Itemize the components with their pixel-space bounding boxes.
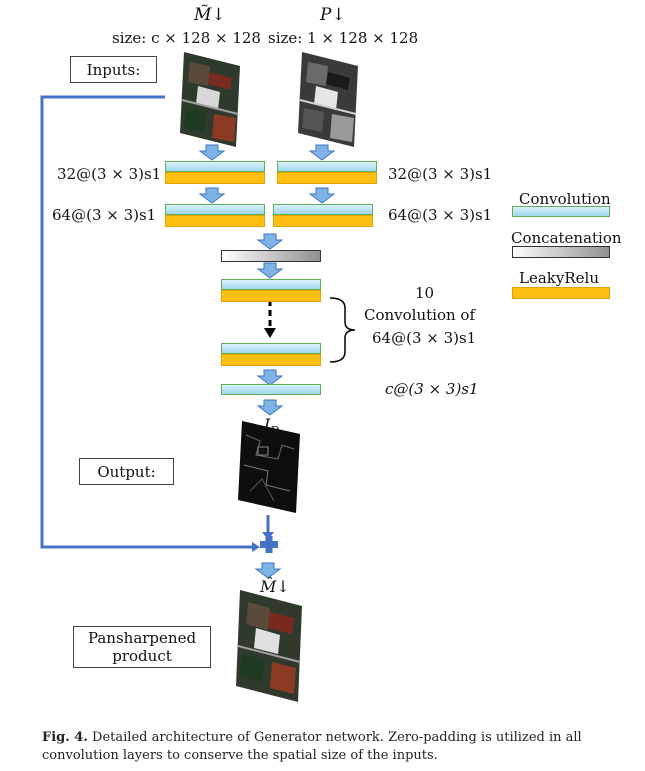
mid-conv-first <box>221 279 321 290</box>
repeat-text-2: 64@(3 × 3)s1 <box>372 329 477 347</box>
legend-convolution-swatch <box>512 206 610 217</box>
inputs-box: Inputs: <box>70 56 157 83</box>
repeat-brace <box>329 297 356 363</box>
legend-convolution-label: Convolution <box>519 190 611 208</box>
product-box: Pansharpened product <box>73 626 211 668</box>
mid-conv-last <box>221 343 321 354</box>
caption-fig-number: Fig. 4. <box>42 730 88 745</box>
legend-concatenation-swatch <box>512 246 610 258</box>
repeat-text-1: Convolution of <box>364 306 475 324</box>
m-input-label: M̃↓ <box>194 5 226 25</box>
skip-connection-line <box>40 95 252 549</box>
left-conv2-block <box>165 204 265 215</box>
right-conv2-label: 64@(3 × 3)s1 <box>388 206 493 224</box>
final-conv-block <box>221 384 321 395</box>
legend-leakyrelu-swatch <box>512 287 610 299</box>
pansharpened-image <box>236 590 302 702</box>
output-box: Output: <box>79 458 174 485</box>
ms-input-image <box>180 52 240 147</box>
left-conv1-block <box>165 161 265 172</box>
final-conv-label: c@(3 × 3)s1 <box>385 380 479 398</box>
product-line2: product <box>112 647 172 665</box>
inputs-box-label: Inputs: <box>86 60 141 79</box>
residual-output-image <box>238 421 300 513</box>
legend-leakyrelu-label: LeakyRelu <box>519 269 599 287</box>
mid-leaky-first <box>221 290 321 302</box>
right-conv1-block <box>277 161 377 172</box>
product-line1: Pansharpened <box>87 629 197 647</box>
left-conv2-label: 64@(3 × 3)s1 <box>52 206 157 224</box>
pan-input-image <box>298 52 358 147</box>
m-input-size: size: c × 128 × 128 <box>112 29 261 47</box>
right-leaky2-block <box>273 215 373 227</box>
figure-caption: Fig. 4. Detailed architecture of Generat… <box>42 729 630 765</box>
right-conv2-block <box>273 204 373 215</box>
add-plus-icon <box>260 536 278 553</box>
caption-text: Detailed architecture of Generator netwo… <box>42 730 582 763</box>
output-box-label: Output: <box>97 462 156 481</box>
result-label: M̂↓ <box>260 577 290 596</box>
concat-block <box>221 250 321 262</box>
p-input-label: P↓ <box>320 5 346 25</box>
left-leaky1-block <box>165 172 265 184</box>
right-leaky1-block <box>277 172 377 184</box>
left-conv1-label: 32@(3 × 3)s1 <box>57 165 162 183</box>
left-leaky2-block <box>165 215 265 227</box>
repeat-count: 10 <box>415 284 435 302</box>
flow-connectors <box>40 95 356 579</box>
legend-concatenation-label: Concatenation <box>511 229 622 247</box>
mid-leaky-last <box>221 354 321 366</box>
p-input-size: size: 1 × 128 × 128 <box>268 29 419 47</box>
right-conv1-label: 32@(3 × 3)s1 <box>388 165 493 183</box>
skip-arrowhead <box>252 542 260 552</box>
